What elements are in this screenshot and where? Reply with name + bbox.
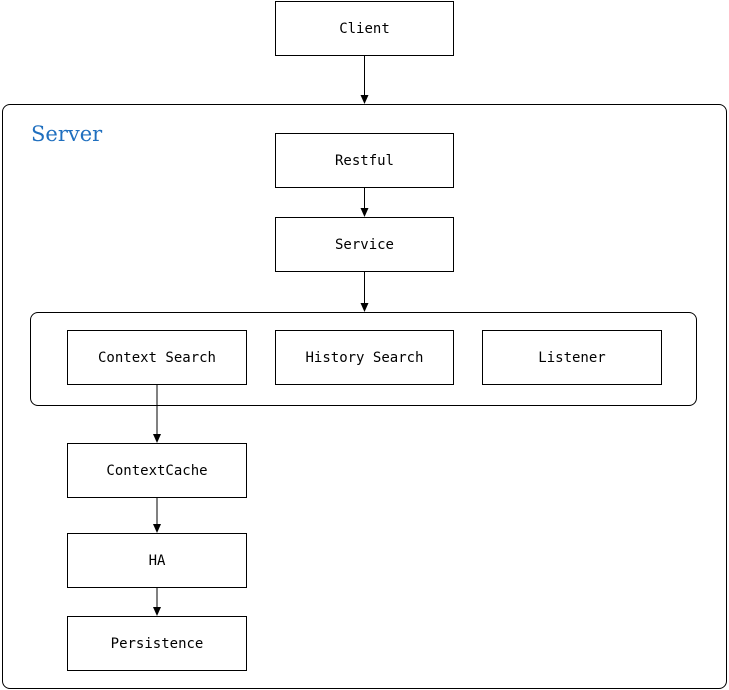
listener-node: Listener	[482, 330, 662, 385]
ha-node: HA	[67, 533, 247, 588]
service-node: Service	[275, 217, 454, 272]
context-cache-node: ContextCache	[67, 443, 247, 498]
search-group-container	[30, 312, 697, 406]
restful-node: Restful	[275, 133, 454, 188]
client-node: Client	[275, 1, 454, 56]
server-title: Server	[31, 122, 103, 146]
history-search-node: History Search	[275, 330, 454, 385]
server-container	[2, 104, 727, 689]
context-search-node: Context Search	[67, 330, 247, 385]
persistence-node: Persistence	[67, 616, 247, 671]
